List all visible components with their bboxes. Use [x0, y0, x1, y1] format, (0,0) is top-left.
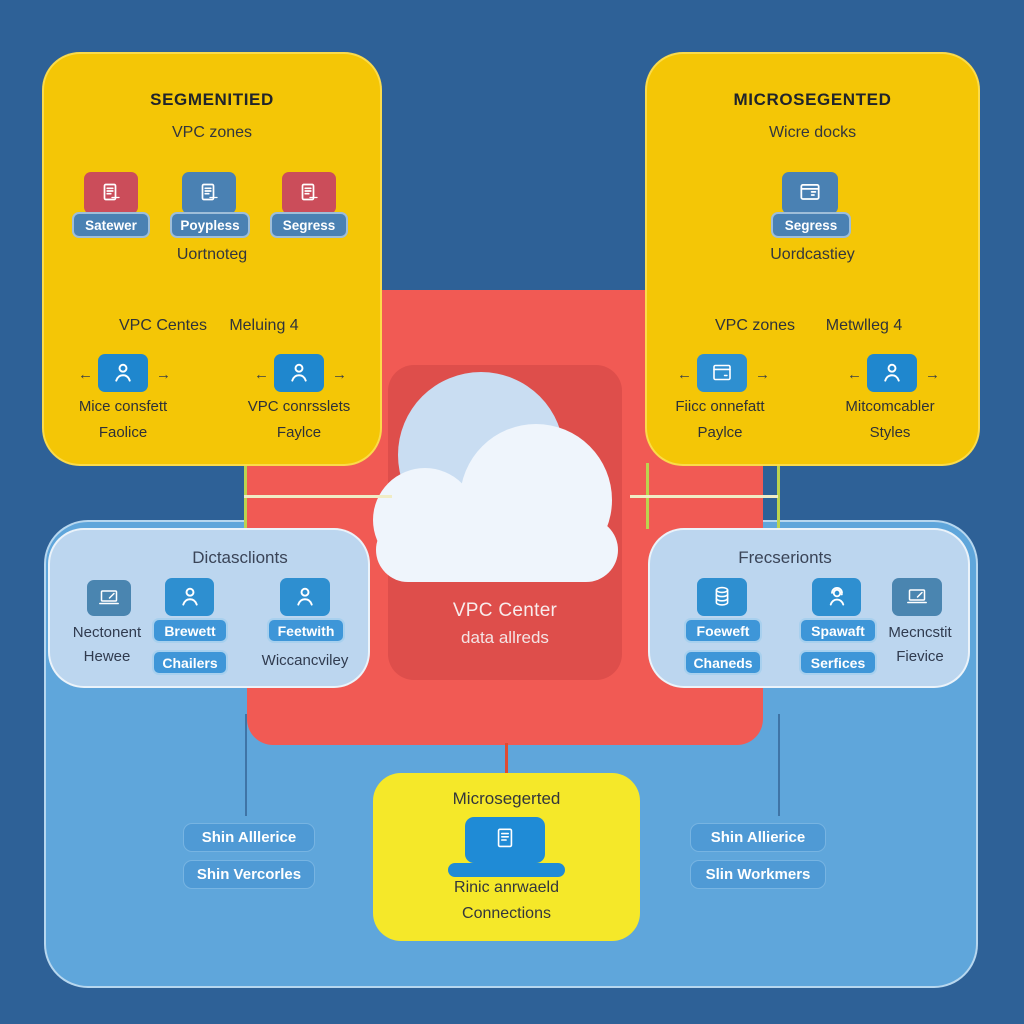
vpc-center-title: VPC Center	[452, 600, 558, 621]
item-label: Nectonent	[72, 624, 142, 641]
laptop-icon	[905, 585, 929, 609]
user-tile[interactable]	[867, 354, 917, 392]
window-tile[interactable]	[697, 354, 747, 392]
poypless-button[interactable]: Poypless	[170, 212, 250, 238]
metwlleg-heading: Metwlleg 4	[825, 317, 903, 334]
connector-center-red	[505, 743, 508, 775]
shin-alllerice-button[interactable]: Shin Alllerice	[183, 823, 315, 852]
microsegmented-panel: MICROSEGENTED Wicre docks Segress Uordca…	[645, 52, 980, 466]
connector-right-horizontal	[630, 495, 778, 498]
arrow-right-icon: →	[332, 366, 347, 383]
slin-workmers-button[interactable]: Slin Workmers	[690, 860, 826, 889]
item-label: Hewee	[83, 648, 131, 665]
arrow-right-icon: →	[755, 366, 770, 383]
spawaft-button[interactable]: Spawaft	[799, 618, 877, 643]
vpc-center-subtitle: data allreds	[461, 628, 549, 647]
database-icon	[710, 584, 734, 610]
user-tile[interactable]	[165, 578, 214, 616]
segress-button[interactable]: Segress	[771, 212, 851, 238]
satewer-button[interactable]: Satewer	[72, 212, 150, 238]
chaneds-button[interactable]: Chaneds	[684, 650, 762, 675]
serfices-button[interactable]: Serfices	[799, 650, 877, 675]
device-tile[interactable]	[87, 580, 131, 616]
chailers-button[interactable]: Chailers	[152, 650, 228, 675]
connector-right-vertical	[777, 462, 780, 528]
segmented-panel-title: SEGMENITIED	[150, 90, 274, 109]
support-tile[interactable]	[812, 578, 861, 616]
user-tile[interactable]	[98, 354, 148, 392]
window-icon	[710, 361, 734, 385]
zone-tile[interactable]	[282, 172, 336, 214]
person-icon	[286, 360, 312, 386]
segmented-caption: Uortnoteg	[176, 246, 248, 263]
frecserionts-panel: Frecserionts Foeweft Chaneds Spawaft Ser…	[648, 528, 970, 688]
arrow-left-icon: ←	[847, 366, 862, 383]
segress-button[interactable]: Segress	[270, 212, 348, 238]
frecserionts-title: Frecserionts	[738, 548, 832, 567]
arrow-right-icon: →	[156, 366, 171, 383]
arrow-left-icon: ←	[78, 366, 93, 383]
arrow-right-icon: →	[925, 366, 940, 383]
microsegmented-caption: Uordcastiey	[770, 246, 855, 263]
vpc-centes-heading: VPC Centes	[118, 317, 208, 334]
arrow-left-icon: ←	[254, 366, 269, 383]
connector-right-buttons	[778, 714, 780, 816]
person-icon	[110, 360, 136, 386]
item-label: Wiccancviley	[261, 652, 349, 669]
segmented-panel-subtitle: VPC zones	[171, 124, 253, 141]
item-label: Mecncstit	[888, 624, 952, 641]
item-label: Fievice	[896, 648, 944, 665]
laptop-document-icon	[465, 817, 545, 863]
vpc-zones-heading: VPC zones	[714, 317, 796, 334]
user-tile[interactable]	[274, 354, 324, 392]
document-icon	[197, 181, 221, 205]
connections-label: Connections	[462, 905, 551, 922]
dictasclionts-panel: Dictasclionts Nectonent Hewee Brewett Ch…	[48, 528, 370, 688]
device-tile[interactable]	[892, 578, 942, 616]
cloud-icon	[376, 518, 618, 582]
item-label: Paylce	[697, 424, 743, 441]
feetwith-button[interactable]: Feetwith	[267, 618, 345, 643]
laptop-base	[448, 863, 565, 877]
person-icon	[177, 584, 203, 610]
item-label: Fiicc onnefatt	[675, 398, 765, 415]
zone-tile[interactable]	[84, 172, 138, 214]
window-icon	[797, 181, 823, 205]
microsegmented-panel-title: MICROSEGENTED	[733, 90, 892, 109]
document-icon	[99, 181, 123, 205]
zone-tile[interactable]	[182, 172, 236, 214]
shin-vercorles-button[interactable]: Shin Vercorles	[183, 860, 315, 889]
connections-panel: Microsegerted Rinic anrwaeld Connections	[373, 773, 640, 941]
connector-left-horizontal	[244, 495, 392, 498]
database-tile[interactable]	[697, 578, 747, 616]
support-person-icon	[824, 584, 850, 610]
arrow-left-icon: ←	[677, 366, 692, 383]
laptop-icon	[97, 586, 121, 610]
connections-label: Rinic anrwaeld	[454, 879, 559, 896]
meluing-heading: Meluing 4	[229, 317, 299, 334]
dictasclionts-title: Dictasclionts	[192, 548, 288, 567]
segmented-panel: SEGMENITIED VPC zones Satewer Poypless S…	[42, 52, 382, 466]
item-label: Faylce	[276, 424, 322, 441]
person-icon	[879, 360, 905, 386]
microsegmented-panel-subtitle: Wicre docks	[768, 124, 857, 141]
person-icon	[292, 584, 318, 610]
segress-tile[interactable]	[782, 172, 838, 214]
item-label: Mice consfett	[78, 398, 168, 415]
item-label: VPC conrsslets	[247, 398, 351, 415]
item-label: Styles	[869, 424, 911, 441]
item-label: Mitcomcabler	[845, 398, 935, 415]
shin-allierice-button[interactable]: Shin Allierice	[690, 823, 826, 852]
foeweft-button[interactable]: Foeweft	[684, 618, 762, 643]
item-label: Faolice	[98, 424, 148, 441]
document-icon	[297, 181, 321, 205]
connections-panel-title: Microsegerted	[452, 789, 561, 808]
user-tile[interactable]	[280, 578, 330, 616]
brewett-button[interactable]: Brewett	[152, 618, 228, 643]
connector-left-buttons	[245, 714, 247, 816]
